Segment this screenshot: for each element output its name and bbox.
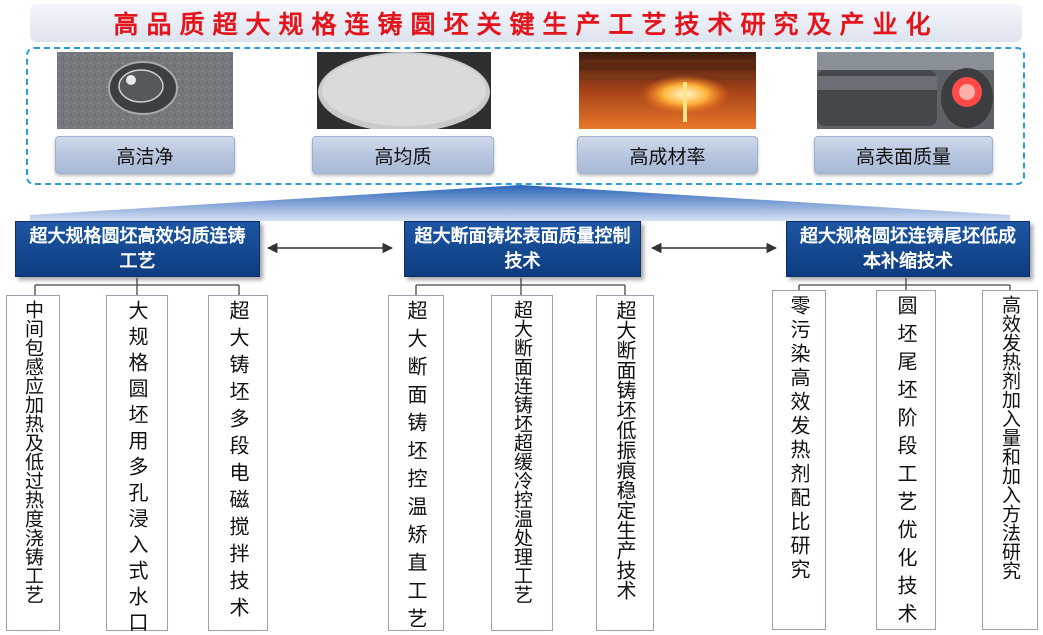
round-billet-cross-section-image [317,52,491,129]
subitem-label: 高效发热剂加入量和加入方法研究 [999,295,1021,580]
feature-label-high-surface-quality: 高表面质量 [814,136,993,174]
feature-label-high-cleanliness: 高洁净 [55,136,235,174]
subitem-label: 超大铸坯多段电磁搅拌技术 [226,300,250,624]
technology-label: 超大断面铸坯表面质量控制技术 [414,226,631,272]
subitem-label: 零污染高效发热剂配比研究 [787,295,811,583]
large-round-billets-image [817,52,994,129]
feature-frame [26,47,1025,185]
subitem-box: 超大断面连铸坯超缓冷控温处理工艺 [491,295,553,631]
subitem-label: 超大断面铸坯低振痕稳定生产技术 [613,300,637,600]
billet-cutting-image [579,52,756,129]
title-banner: 高品质超大规格连铸圆坯关键生产工艺技术研究及产业化 [30,4,1022,42]
subitem-box: 超大铸坯多段电磁搅拌技术 [208,295,268,631]
subitem-box: 超大断面铸坯控温矫直工艺 [388,295,444,635]
subitem-box: 大规格圆坯用多孔浸入式水口 [106,295,168,635]
technology-label: 超大规格圆坯连铸尾坯低成本补缩技术 [800,226,1016,272]
technology-label: 超大规格圆坯高效均质连铸工艺 [29,226,246,272]
feature-label-high-yield: 高成材率 [577,136,758,174]
subitem-box: 高效发热剂加入量和加入方法研究 [982,290,1038,630]
subitem-box: 圆坯尾坯阶段工艺优化技术 [876,290,936,631]
subitem-label: 大规格圆坯用多孔浸入式水口 [125,300,149,635]
technology-box-homogeneous-casting: 超大规格圆坯高效均质连铸工艺 [15,221,260,277]
feature-label-high-homogeneity: 高均质 [312,136,494,174]
subitem-label: 超大断面连铸坯超缓冷控温处理工艺 [511,300,533,604]
technology-box-tail-feeding: 超大规格圆坯连铸尾坯低成本补缩技术 [786,221,1030,277]
convergence-fan [30,185,1010,221]
subitem-box: 中间包感应加热及低过热度浇铸工艺 [6,295,60,631]
subitem-box: 零污染高效发热剂配比研究 [772,290,826,630]
inclusion-micrograph-image [57,52,233,129]
subitem-label: 中间包感应加热及低过热度浇铸工艺 [22,300,44,604]
diagram-title: 高品质超大规格连铸圆坯关键生产工艺技术研究及产业化 [113,10,939,39]
technology-box-surface-quality: 超大断面铸坯表面质量控制技术 [404,221,641,277]
subitem-label: 超大断面铸坯控温矫直工艺 [404,300,428,635]
subitem-box: 超大断面铸坯低振痕稳定生产技术 [596,295,654,631]
subitem-label: 圆坯尾坯阶段工艺优化技术 [894,295,918,631]
